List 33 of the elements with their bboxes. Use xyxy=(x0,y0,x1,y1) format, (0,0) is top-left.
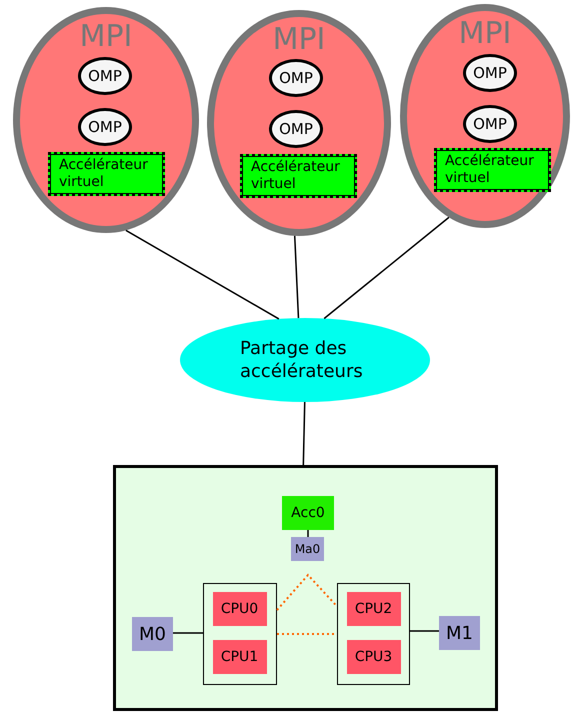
dotted-link xyxy=(277,633,337,635)
cpu-box: CPU0 xyxy=(212,592,266,626)
socket-box xyxy=(203,583,277,685)
omp-ellipse: OMP xyxy=(269,59,323,97)
connector-line xyxy=(410,630,439,632)
cpu-box: CPU3 xyxy=(346,640,400,674)
process-label: MPI xyxy=(78,20,134,54)
connector-line xyxy=(307,530,309,537)
connector-line xyxy=(294,236,300,318)
process-label: MPI xyxy=(458,17,512,51)
cpu-box: CPU1 xyxy=(212,640,266,674)
omp-ellipse: OMP xyxy=(78,108,132,146)
connector-line xyxy=(324,216,450,320)
omp-ellipse: OMP xyxy=(463,54,517,92)
socket-box xyxy=(337,583,410,685)
connector-line xyxy=(302,402,306,466)
process-label: MPI xyxy=(272,23,326,57)
connector-line xyxy=(173,632,203,634)
virtual-accelerator-box: Accélérateur virtuel xyxy=(48,152,165,196)
sharing-ellipse: Partage des accélérateurs xyxy=(180,318,430,402)
virtual-accelerator-box: Accélérateur virtuel xyxy=(434,148,551,192)
omp-ellipse: OMP xyxy=(78,57,132,95)
cpu-box: CPU2 xyxy=(346,592,400,626)
omp-ellipse: OMP xyxy=(463,105,517,143)
memory-box: Ma0 xyxy=(291,537,324,561)
dotted-link xyxy=(276,574,338,611)
connector-line xyxy=(126,230,280,320)
memory-box: M1 xyxy=(439,616,480,650)
virtual-accelerator-box: Accélérateur virtuel xyxy=(240,154,357,198)
omp-ellipse: OMP xyxy=(269,110,323,148)
node-board xyxy=(113,465,498,711)
memory-box: M0 xyxy=(132,617,173,651)
accelerator-chip: Acc0 xyxy=(282,496,334,530)
